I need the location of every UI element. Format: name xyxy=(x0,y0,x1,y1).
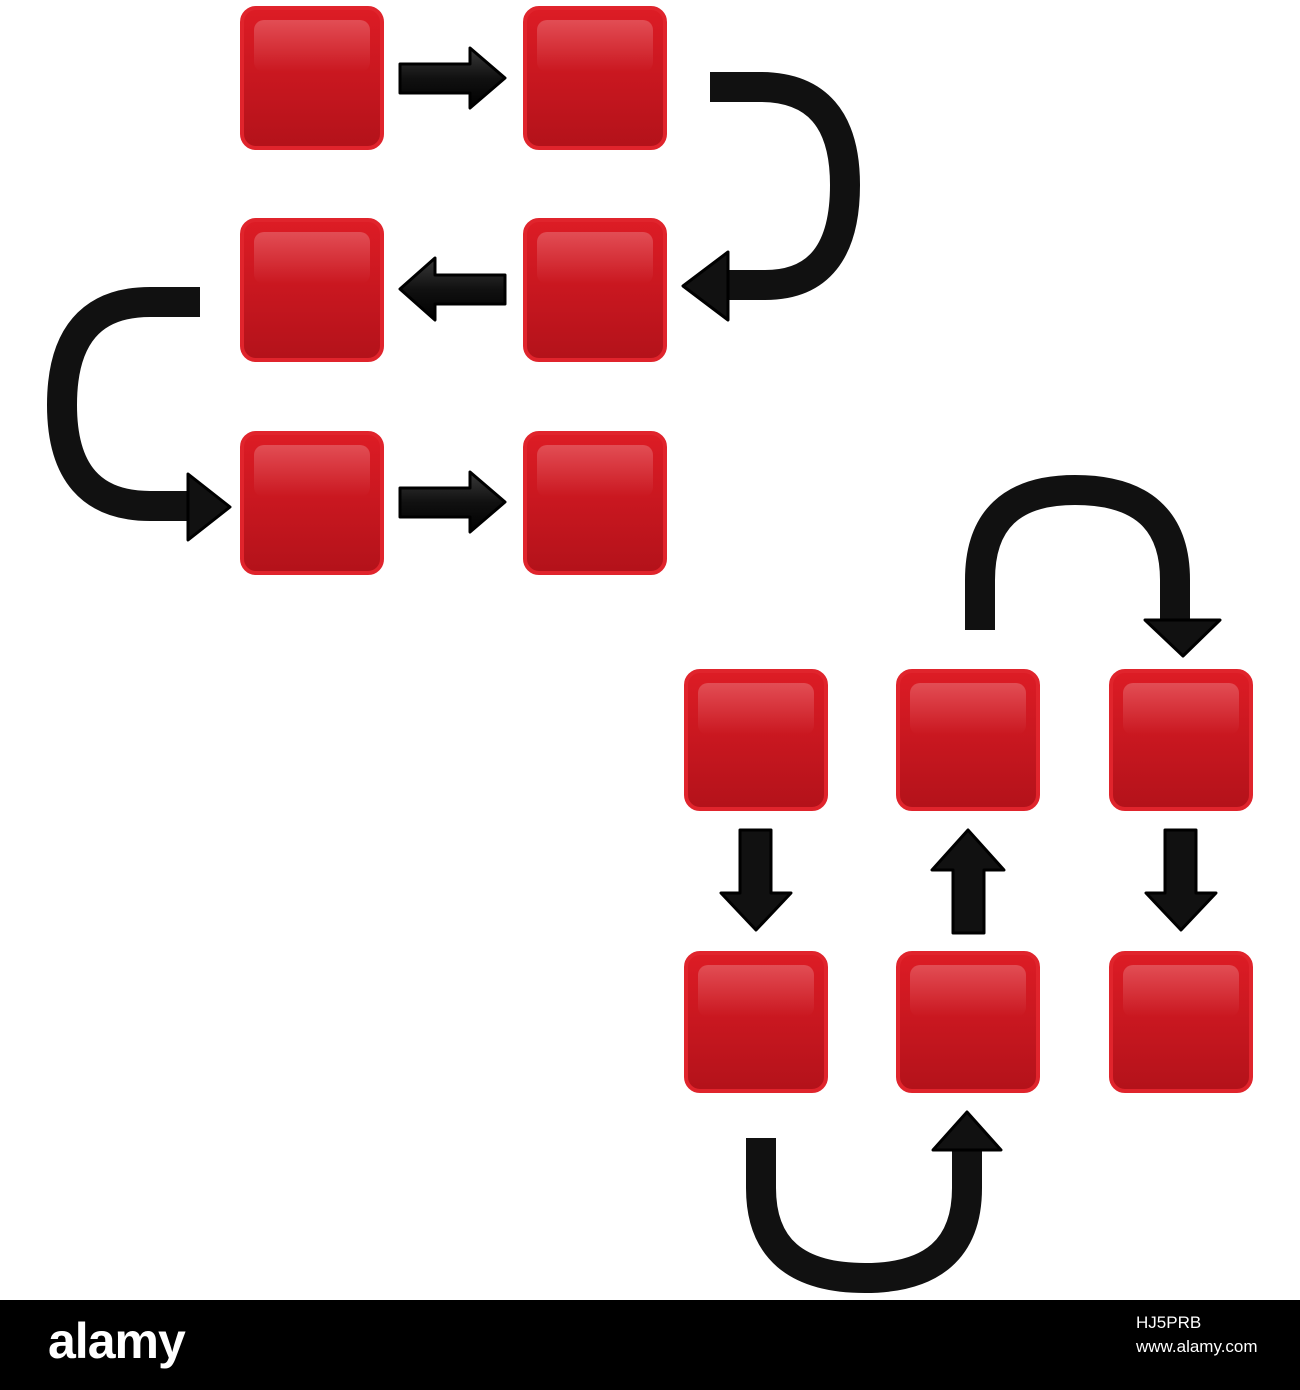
box-2 xyxy=(523,6,667,150)
arrow-right-icon xyxy=(398,46,507,110)
arrow-right-icon xyxy=(398,470,507,534)
box-8 xyxy=(896,669,1040,811)
box-9 xyxy=(1109,669,1253,811)
snake-flow-diagram xyxy=(47,6,860,575)
curved-arrow-icon xyxy=(47,287,232,542)
arrow-up-icon xyxy=(930,828,1006,935)
box-3 xyxy=(240,218,384,362)
box-1 xyxy=(240,6,384,150)
arrow-down-icon xyxy=(719,828,793,932)
box-7 xyxy=(684,669,828,811)
box-4 xyxy=(523,218,667,362)
box-6 xyxy=(523,431,667,575)
box-11 xyxy=(896,951,1040,1093)
watermark-logo: alamy xyxy=(48,1313,186,1369)
box-5 xyxy=(240,431,384,575)
curved-arrow-icon xyxy=(965,475,1222,658)
watermark-bar: alamy HJ5PRB www.alamy.com xyxy=(0,1300,1300,1390)
arrow-left-icon xyxy=(398,256,507,322)
box-12 xyxy=(1109,951,1253,1093)
arrow-down-icon xyxy=(1144,828,1218,932)
flow-diagram-canvas xyxy=(47,6,1253,1293)
watermark-image-id: HJ5PRB xyxy=(1136,1313,1202,1332)
box-10 xyxy=(684,951,828,1093)
column-flow-diagram xyxy=(684,475,1253,1293)
curved-arrow-icon xyxy=(746,1110,1003,1293)
watermark-url: www.alamy.com xyxy=(1136,1337,1258,1356)
curved-arrow-icon xyxy=(681,72,860,322)
